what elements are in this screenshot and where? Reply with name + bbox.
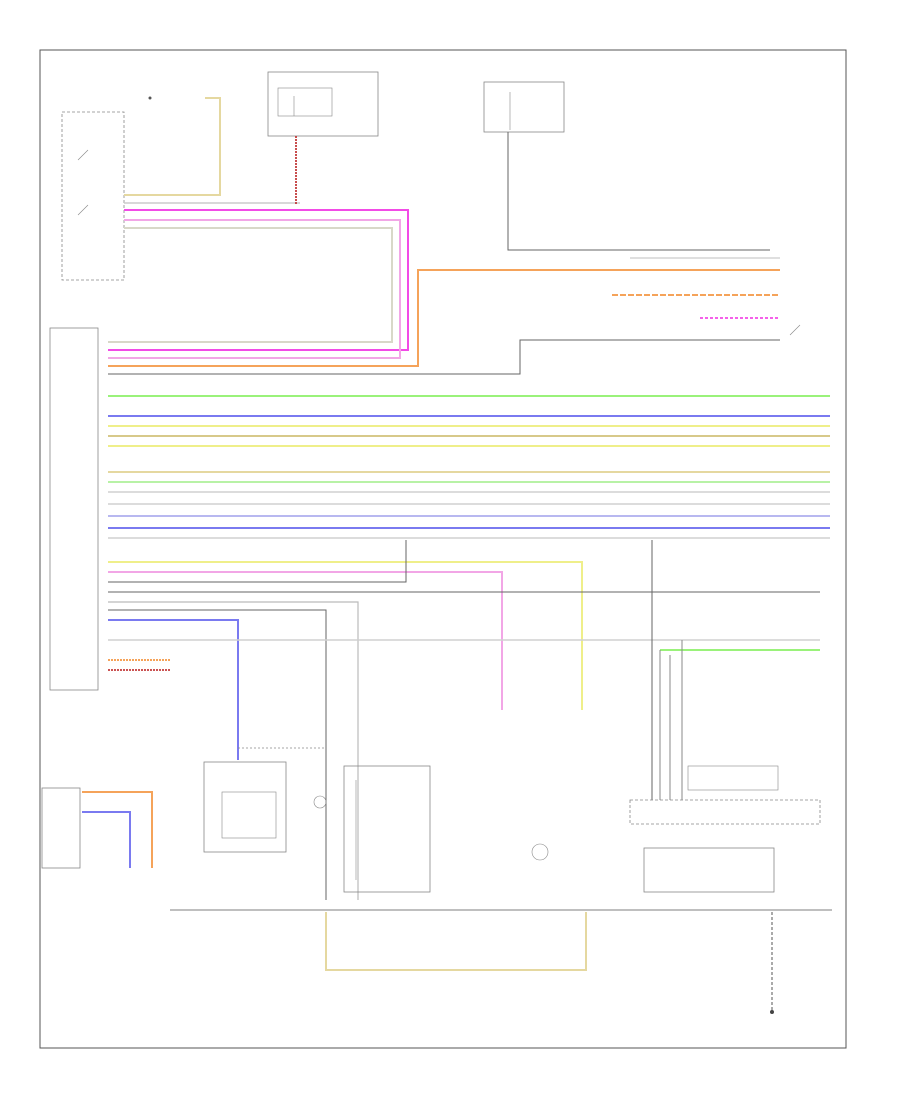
fuse-left [267, 71, 379, 137]
wire-pink-2 [108, 219, 401, 359]
module [49, 327, 99, 691]
fuse-right [483, 81, 565, 133]
daytime-running [531, 843, 549, 861]
wire-orange [108, 269, 780, 367]
fuse-left-box [267, 71, 379, 137]
wire-grey-1 [108, 227, 393, 343]
ground-point [770, 1010, 774, 1014]
wire-blue-drop [108, 619, 239, 760]
fog-lamp-box [343, 765, 431, 893]
module-box [49, 327, 99, 691]
emergency-flasher-left [41, 787, 81, 869]
light-switch-box [61, 111, 125, 281]
wire-tan-top [124, 97, 221, 196]
light-switch [61, 111, 125, 281]
wire-dark-fuse [507, 132, 770, 251]
left-headlamp [203, 761, 287, 853]
wire-pink-1 [108, 209, 409, 351]
wire-yellow-drop [108, 561, 583, 710]
headlamp-module-box [629, 799, 821, 825]
wire-pink-drop [108, 571, 503, 710]
fog-lamp [313, 765, 431, 893]
diagram-frame [39, 49, 847, 1049]
wire-tan-ground [325, 912, 587, 971]
headlamp-module [629, 765, 821, 893]
left-headlamp-box [203, 761, 287, 853]
emergency-flasher-left-box [41, 787, 81, 869]
fuse-right-box [483, 81, 565, 133]
